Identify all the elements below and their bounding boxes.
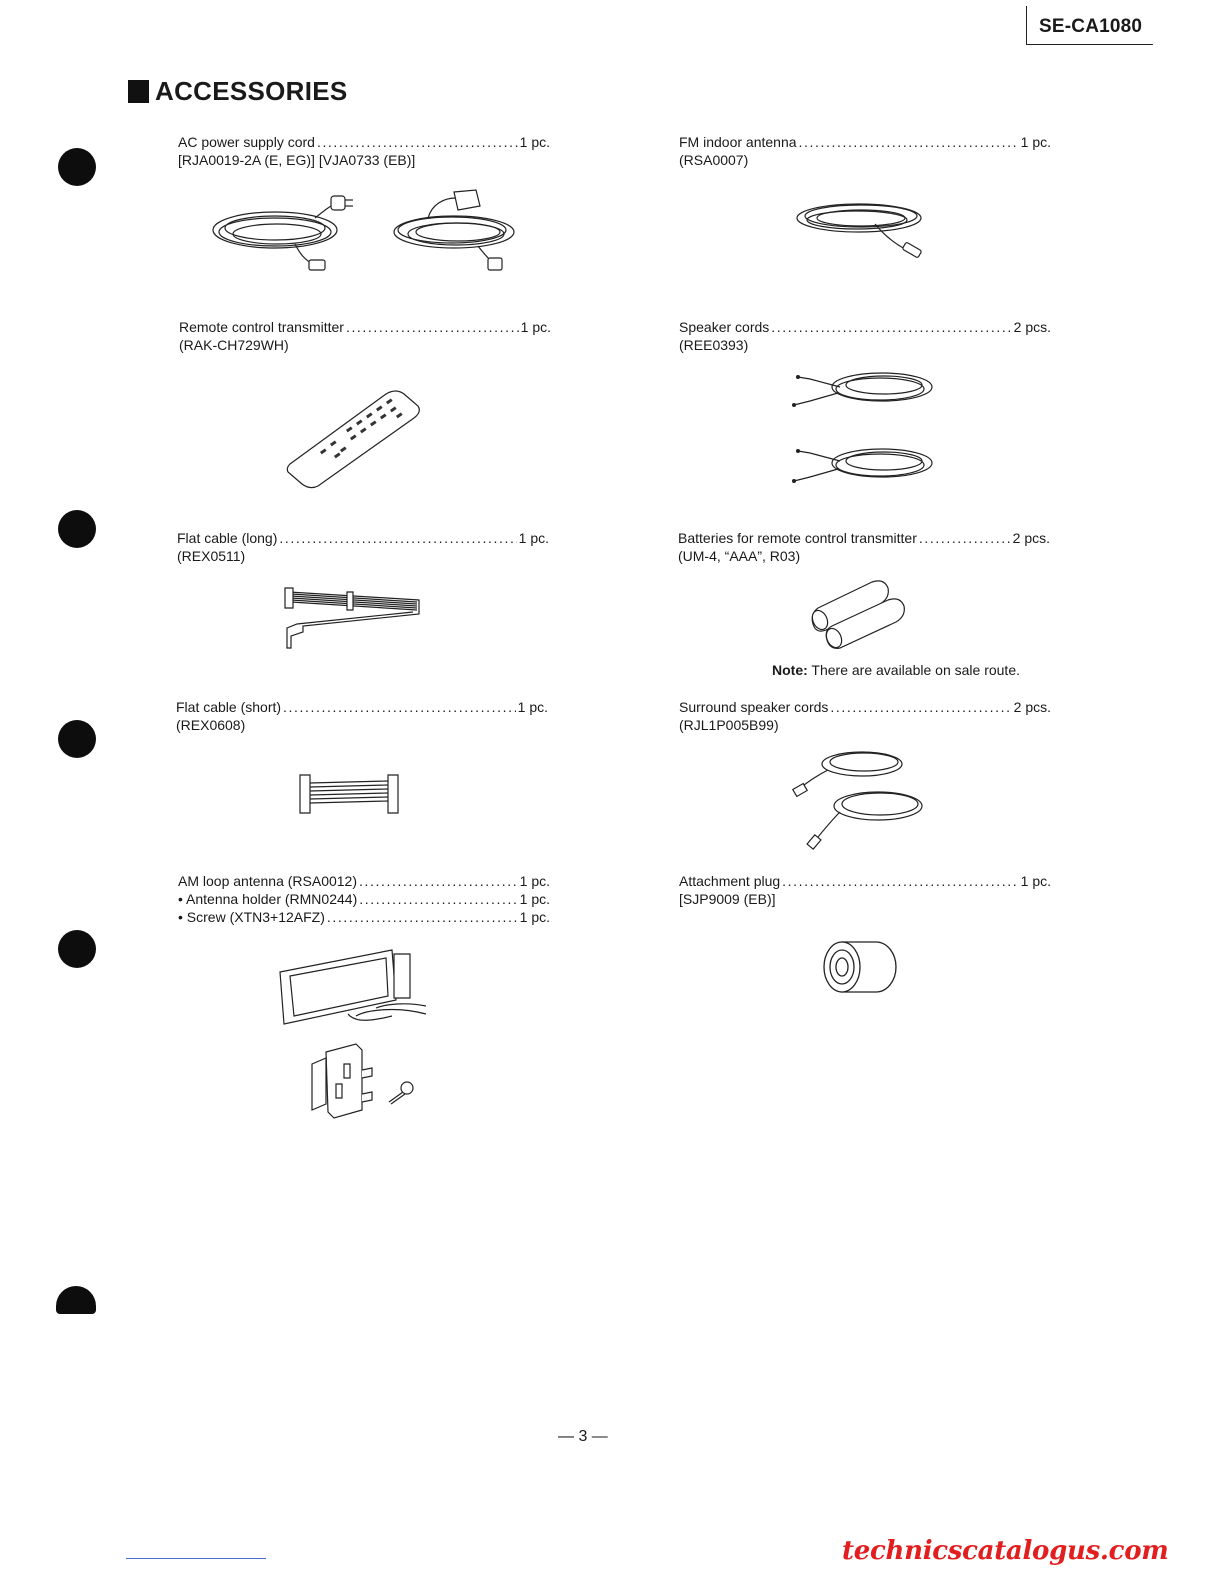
leader-dots (346, 318, 519, 336)
accessory-item-flat-cable-long: Flat cable (long) 1 pc. (REX0511) (177, 529, 549, 565)
attachment-plug-illustration (822, 940, 898, 994)
footer-site-link[interactable]: technicscatalogus.com (842, 1536, 1169, 1566)
item-name: AC power supply cord (178, 134, 315, 150)
item-name: AM loop antenna (RSA0012) (178, 873, 357, 889)
surround-cords-illustration (790, 748, 930, 854)
screw-illustration (385, 1080, 415, 1106)
item-code: [RJA0019-2A (E, EG)] [VJA0733 (EB)] (178, 152, 416, 168)
accessory-item-flat-cable-short: Flat cable (short) 1 pc. (REX0608) (176, 698, 548, 734)
leader-dots (359, 872, 518, 890)
item-code: (UM-4, “AAA”, R03) (678, 548, 801, 564)
ac-cord-eu-illustration (205, 188, 355, 278)
batteries-illustration (810, 578, 910, 648)
leader-dots (327, 908, 518, 926)
am-loop-antenna-illustration (276, 944, 436, 1028)
accessory-item-surround-cords: Surround speaker cords 2 pcs. (RJL1P005B… (679, 698, 1051, 734)
sub-item-antenna-holder: • Antenna holder (RMN0244) 1 pc. (178, 890, 550, 908)
accessory-item-ac-cord: AC power supply cord 1 pc. [RJA0019-2A (… (178, 133, 550, 169)
item-code: [SJP9009 (EB)] (679, 891, 776, 907)
item-code: (RJL1P005B99) (679, 717, 779, 733)
item-code: (RAK-CH729WH) (179, 337, 289, 353)
sub-item-name: • Antenna holder (RMN0244) (178, 891, 358, 907)
item-name: Speaker cords (679, 319, 770, 335)
flat-cable-long-illustration (283, 586, 423, 650)
binder-hole-icon (58, 510, 96, 548)
model-header-box: SE-CA1080 (1026, 6, 1153, 45)
availability-note: Note: There are available on sale route. (772, 662, 1020, 678)
sub-item-name: • Screw (XTN3+12AFZ) (178, 909, 325, 925)
speaker-cords-illustration (792, 365, 940, 483)
leader-dots (359, 890, 517, 908)
item-name: Batteries for remote control transmitter (678, 530, 917, 546)
section-title-text: ACCESSORIES (155, 76, 348, 106)
item-qty: 1 pc. (1020, 873, 1051, 889)
section-bullet-icon (128, 80, 149, 103)
item-name: Surround speaker cords (679, 699, 829, 715)
antenna-holder-illustration (306, 1040, 380, 1120)
item-code: (REX0608) (176, 717, 246, 733)
item-name: Attachment plug (679, 873, 781, 889)
item-qty: 2 pcs. (1013, 699, 1051, 715)
sub-item-screw: • Screw (XTN3+12AFZ) 1 pc. (178, 908, 550, 926)
footer-divider (126, 1558, 266, 1559)
note-text: There are available on sale route. (807, 662, 1020, 678)
item-code: (REE0393) (679, 337, 749, 353)
binder-hole-icon (58, 148, 96, 186)
accessory-item-attachment-plug: Attachment plug 1 pc. [SJP9009 (EB)] (679, 872, 1051, 908)
item-qty: 1 pc. (518, 530, 549, 546)
item-qty: 2 pcs. (1012, 530, 1050, 546)
item-qty: 1 pc. (519, 134, 550, 150)
note-label: Note: (772, 662, 808, 678)
model-number: SE-CA1080 (1039, 16, 1143, 37)
accessory-item-speaker-cords: Speaker cords 2 pcs. (REE0393) (679, 318, 1051, 354)
ac-cord-uk-illustration (388, 188, 528, 278)
item-qty: 1 pc. (520, 319, 551, 335)
accessory-item-batteries: Batteries for remote control transmitter… (678, 529, 1050, 565)
leader-dots (283, 698, 516, 716)
item-qty: 1 pc. (519, 873, 550, 889)
accessory-item-fm-antenna: FM indoor antenna 1 pc. (RSA0007) (679, 133, 1051, 169)
binder-hole-icon (58, 930, 96, 968)
item-name: Flat cable (long) (177, 530, 278, 546)
leader-dots (830, 698, 1011, 716)
item-qty: 1 pc. (517, 699, 548, 715)
item-qty: 1 pc. (1020, 134, 1051, 150)
leader-dots (771, 318, 1011, 336)
sub-item-qty: 1 pc. (519, 909, 550, 925)
leader-dots (782, 872, 1018, 890)
leader-dots (279, 529, 516, 547)
item-name: Remote control transmitter (179, 319, 344, 335)
item-code: (RSA0007) (679, 152, 749, 168)
leader-dots (317, 133, 518, 151)
section-title: ACCESSORIES (128, 76, 348, 107)
item-name: FM indoor antenna (679, 134, 797, 150)
remote-control-illustration (286, 388, 426, 488)
accessory-item-am-antenna: AM loop antenna (RSA0012) 1 pc. • Antenn… (178, 872, 550, 926)
binder-hole-icon (58, 720, 96, 758)
flat-cable-short-illustration (298, 773, 402, 817)
leader-dots (919, 529, 1011, 547)
page-number: — 3 — (558, 1428, 608, 1445)
item-name: Flat cable (short) (176, 699, 282, 715)
sub-item-qty: 1 pc. (519, 891, 550, 907)
item-code: (REX0511) (177, 548, 246, 564)
fm-antenna-illustration (795, 196, 935, 266)
leader-dots (799, 133, 1019, 151)
item-qty: 2 pcs. (1013, 319, 1051, 335)
accessory-item-remote: Remote control transmitter 1 pc. (RAK-CH… (179, 318, 551, 354)
binder-hole-icon (56, 1286, 96, 1314)
